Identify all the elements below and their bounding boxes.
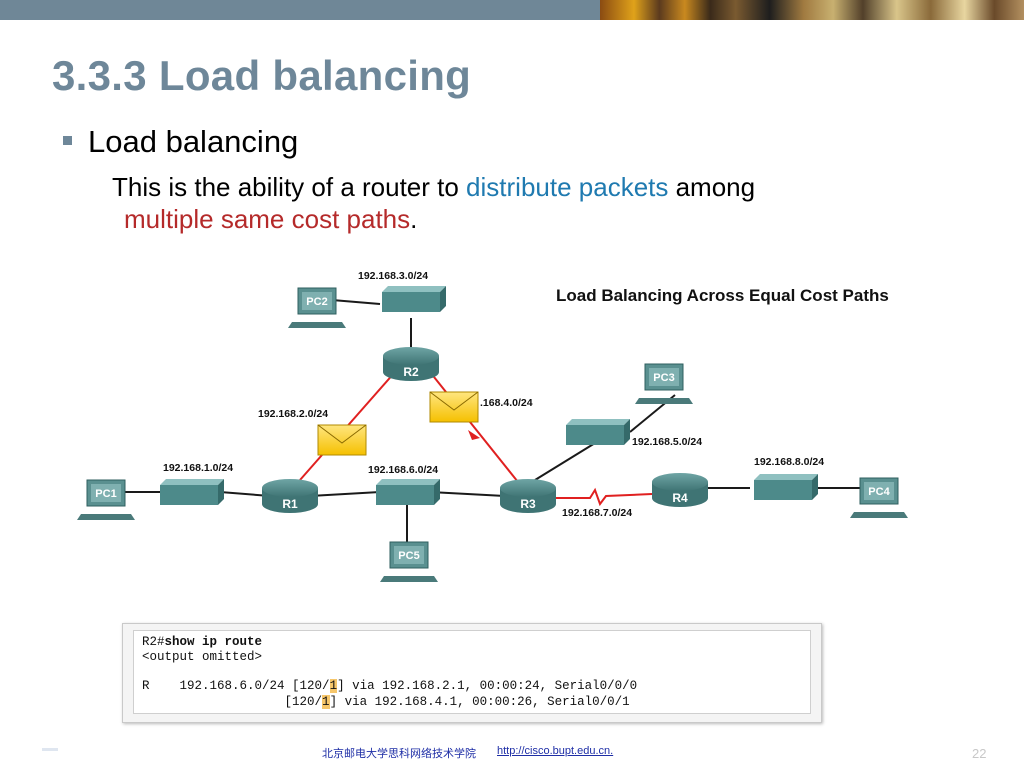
bullet-square-icon	[63, 136, 72, 145]
router-label: R2	[403, 365, 419, 379]
banner-photo-strip	[600, 0, 1024, 20]
pc-label: PC2	[306, 296, 327, 308]
pc-icon-pc4: PC4	[850, 477, 908, 518]
pc-label: PC5	[398, 550, 419, 562]
router-label: R1	[282, 497, 298, 511]
command-line: R2#show ip route	[142, 635, 262, 649]
network-label: 192.168.8.0/24	[754, 456, 824, 468]
footer-org: 北京邮电大学思科网络技术学院	[322, 748, 476, 760]
route-code: R	[142, 679, 150, 693]
packet-envelope-icon	[317, 424, 367, 456]
router-label: R3	[520, 497, 536, 511]
route-rest: ] via 192.168.2.1, 00:00:24, Serial0/0/0	[337, 679, 638, 693]
router-label: R4	[672, 491, 688, 505]
router-r2: R2	[383, 347, 439, 381]
route-line-2: [120/1] via 192.168.4.1, 00:00:26, Seria…	[142, 695, 630, 709]
pc-icon-pc3: PC3	[635, 363, 693, 404]
cli-prompt: R2#	[142, 635, 165, 649]
body-text: This is the ability of a router to	[112, 172, 467, 202]
hop-count-highlight: 1	[329, 679, 338, 693]
route-prefix: [120/	[284, 695, 323, 709]
body-text: among	[668, 172, 756, 202]
top-banner	[0, 0, 1024, 20]
body-period: .	[410, 204, 418, 234]
packet-envelope-icon	[429, 391, 479, 423]
pc-icon-pc1: PC1	[77, 479, 135, 520]
cli-command: show ip route	[164, 635, 263, 649]
ethernet-links	[125, 299, 860, 545]
highlight-distribute-packets: distribute packets	[466, 172, 669, 202]
arrow-icon	[468, 430, 480, 440]
pc-icon-pc5: PC5	[380, 541, 438, 582]
footer-logo	[42, 748, 58, 751]
network-diagram: R2 R1 R3 R4 PC2 PC1 PC3 PC4 PC5	[77, 270, 908, 582]
page-number: 22	[972, 746, 987, 761]
route-rest: ] via 192.168.4.1, 00:00:26, Serial0/0/1	[329, 695, 630, 709]
footer-link[interactable]: http://cisco.bupt.edu.cn.	[497, 745, 614, 757]
pc-icon-pc2: PC2	[288, 287, 346, 328]
diagram-title: Load Balancing Across Equal Cost Paths	[556, 286, 889, 305]
pc-label: PC1	[95, 488, 116, 500]
bullet-heading: Load balancing	[88, 124, 299, 159]
network-label: 192.168.3.0/24	[358, 270, 428, 282]
slide-title: 3.3.3 Load balancing	[52, 52, 472, 99]
hop-count-highlight: 1	[322, 695, 330, 709]
highlight-same-cost-paths: multiple same cost paths	[124, 204, 411, 234]
network-label: 192.168.7.0/24	[562, 507, 632, 519]
body-line-2: multiple same cost paths.	[124, 204, 417, 235]
network-label: 192.168.6.0/24	[368, 464, 438, 476]
route-prefix: 192.168.6.0/24 [120/	[179, 679, 330, 693]
body-line-1: This is the ability of a router to distr…	[112, 172, 755, 203]
network-label: .168.4.0/24	[480, 397, 533, 409]
network-label: 192.168.1.0/24	[163, 462, 233, 474]
router-r1: R1	[262, 479, 318, 513]
network-label: 192.168.5.0/24	[632, 436, 702, 448]
pc-label: PC3	[653, 372, 674, 384]
routing-table-panel: R2#show ip route <output omitted> R 192.…	[122, 623, 822, 723]
network-label: 192.168.2.0/24	[258, 408, 328, 420]
output-omitted: <output omitted>	[142, 650, 263, 664]
router-r3: R3	[500, 479, 556, 513]
route-line-1: R 192.168.6.0/24 [120/1] via 192.168.2.1…	[142, 679, 637, 693]
router-r4: R4	[652, 473, 708, 507]
switch-icons	[160, 286, 818, 505]
pc-label: PC4	[868, 486, 890, 498]
routing-table-output: R2#show ip route <output omitted> R 192.…	[133, 630, 811, 714]
